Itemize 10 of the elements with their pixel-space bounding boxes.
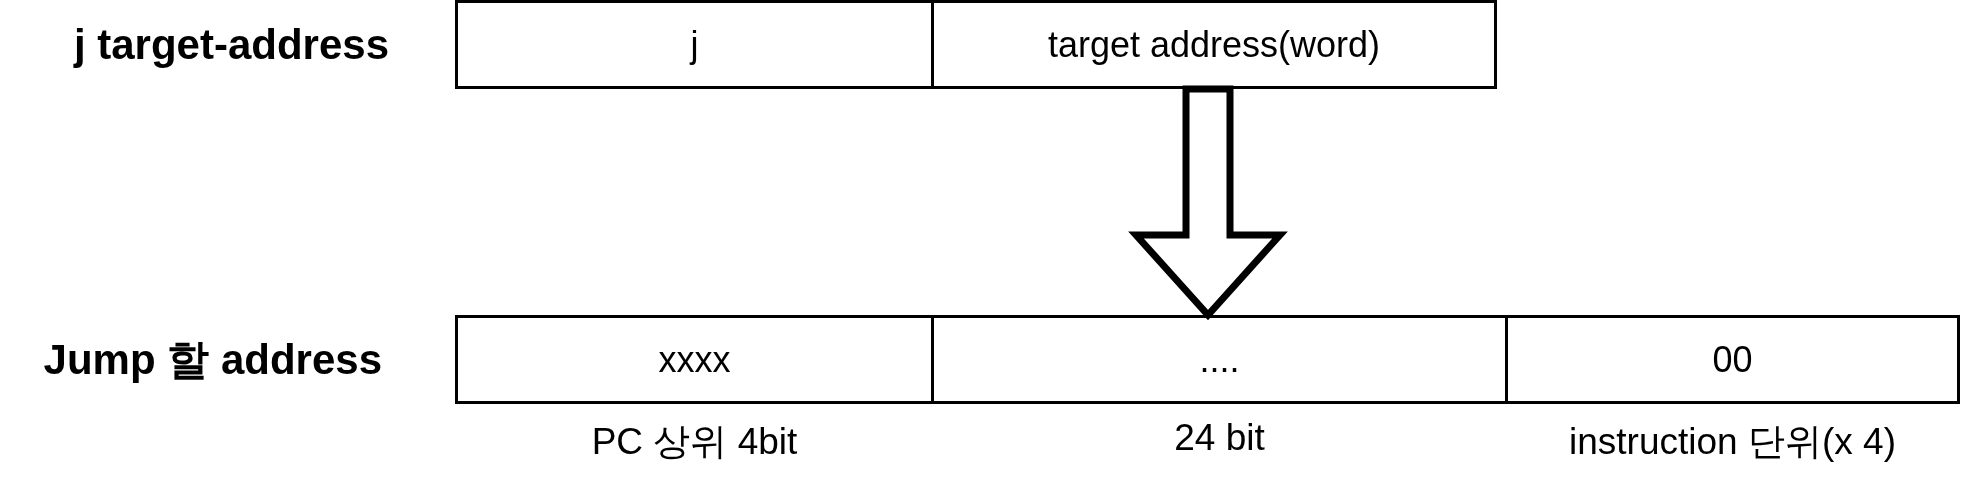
field-caption: 24 bit	[1174, 417, 1265, 459]
row-heading: Jump 할 address	[43, 334, 382, 385]
field-value: xxxx	[658, 338, 731, 381]
field-value: j	[690, 23, 699, 66]
field-value: target address(word)	[1047, 23, 1381, 66]
field-caption: PC 상위 4bit	[591, 420, 798, 464]
row-heading: j target-address	[73, 20, 389, 69]
field-caption: instruction 단위(x 4)	[1569, 420, 1896, 464]
field-value: ....	[1199, 338, 1240, 381]
field-value: 00	[1712, 338, 1753, 381]
